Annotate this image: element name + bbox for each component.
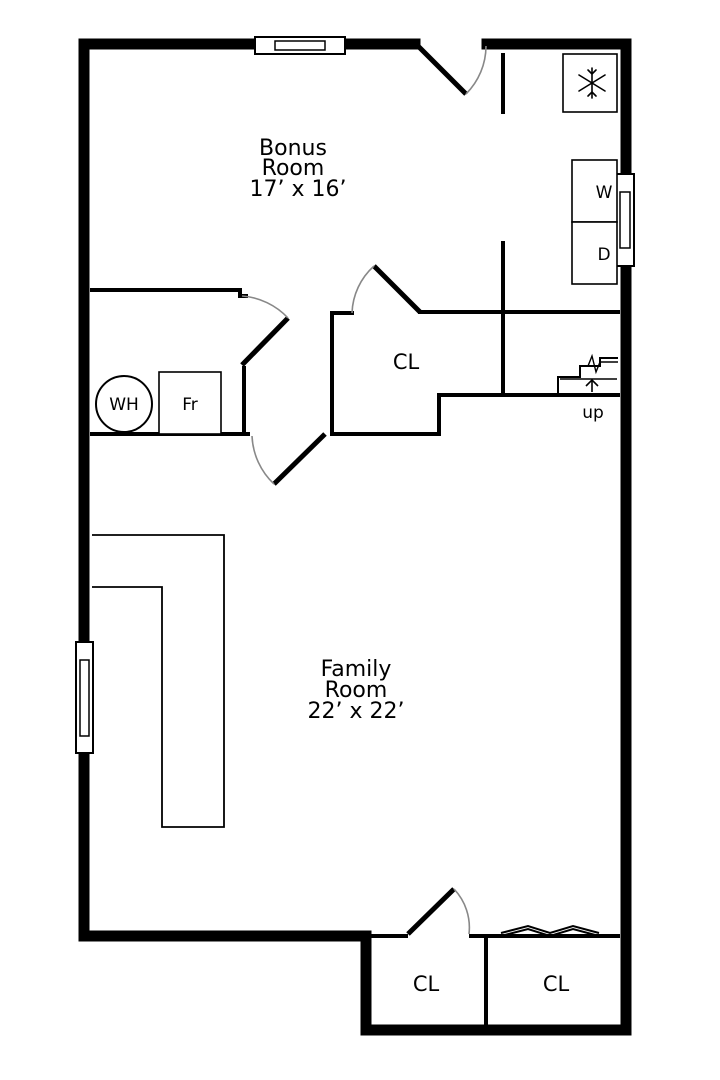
- exterior-walls: [78, 38, 632, 1036]
- door-closet-bottom: [406, 887, 471, 936]
- window-right: [615, 173, 635, 267]
- family-room-name-1: Family: [321, 657, 392, 682]
- interior-walls: [90, 53, 620, 1026]
- built-in-counter: [92, 534, 225, 828]
- furnace: Fr: [158, 371, 222, 435]
- bonus-room-size: 17’ x 16’: [250, 177, 347, 202]
- furnace-label: Fr: [182, 395, 198, 415]
- water-heater-label: WH: [109, 395, 139, 415]
- stairs: up: [557, 353, 618, 423]
- door-utility-upper: [240, 295, 290, 367]
- door-entry-top: [416, 44, 487, 96]
- dryer-label: D: [597, 245, 610, 265]
- family-room-label: Family Room 22’ x 22’: [308, 657, 405, 724]
- freezer: [562, 53, 618, 113]
- closet-bottom-left-label: CL: [413, 972, 440, 996]
- family-room-size: 22’ x 22’: [308, 699, 405, 724]
- closet-center-label: CL: [393, 350, 420, 374]
- dryer: D: [571, 221, 618, 285]
- door-utility-lower: [251, 432, 327, 486]
- window-top: [254, 36, 346, 55]
- washer: W: [571, 159, 618, 223]
- bonus-room-name-1: Bonus: [259, 136, 327, 161]
- stairs-up-label: up: [582, 403, 604, 423]
- closet-bottom-right-label: CL: [543, 972, 570, 996]
- window-left: [75, 641, 94, 754]
- family-room-name-2: Room: [325, 678, 388, 703]
- bonus-room-label: Bonus Room 17’ x 16’: [250, 136, 347, 202]
- snowflake-icon: [578, 67, 606, 99]
- bifold-door-closet-right: [500, 924, 600, 938]
- water-heater: WH: [95, 375, 153, 433]
- bonus-room-name-2: Room: [262, 156, 325, 181]
- washer-label: W: [596, 183, 613, 203]
- door-closet-center: [351, 264, 422, 314]
